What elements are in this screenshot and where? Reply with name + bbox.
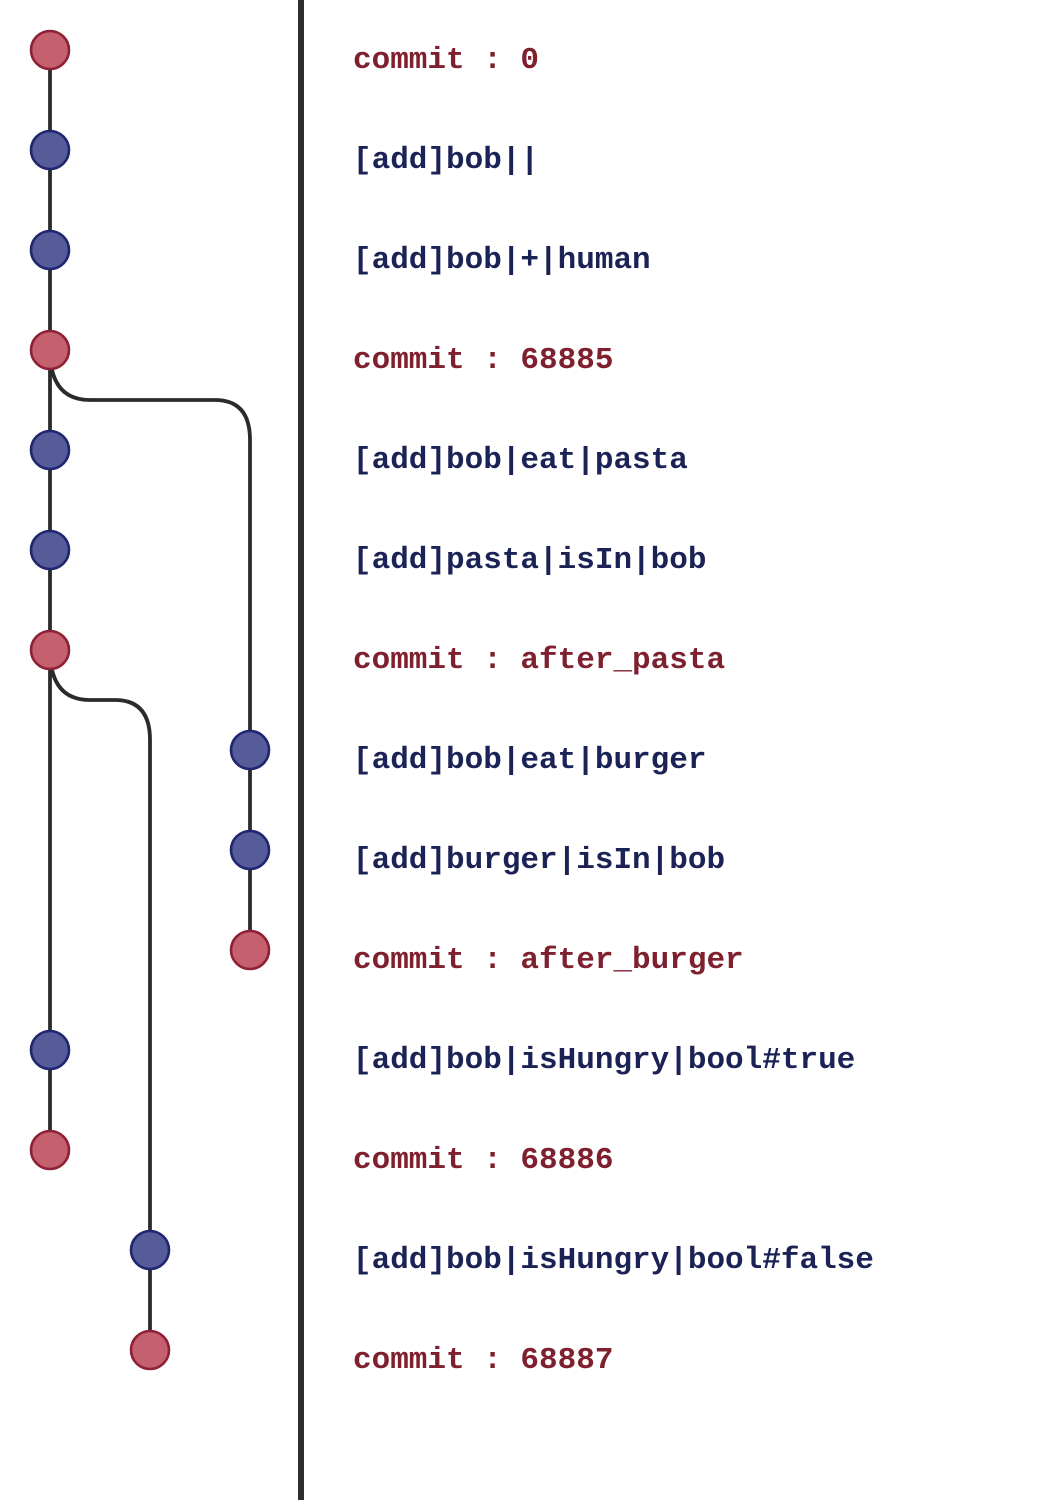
commit-label: commit : 68886: [353, 1143, 614, 1178]
add-statement-label: [add]bob|eat|pasta: [353, 443, 688, 478]
commit-label: commit : 0: [353, 43, 540, 78]
commit-label: commit : 68885: [353, 343, 614, 378]
commit-label: commit : after_pasta: [353, 643, 726, 678]
add-node: [229, 729, 271, 771]
add-statement-label: [add]bob||: [353, 143, 540, 178]
commit-label: commit : 68887: [353, 1343, 614, 1378]
commit-label: commit : after_burger: [353, 943, 744, 978]
add-statement-label: [add]burger|isIn|bob: [353, 843, 726, 878]
add-node: [29, 229, 71, 271]
vertical-divider: [298, 0, 304, 1500]
add-statement-label: [add]bob|isHungry|bool#false: [353, 1243, 874, 1278]
commit-node: [229, 929, 271, 971]
add-node: [29, 129, 71, 171]
graph-edge-branch: [48, 649, 152, 1350]
commit-node: [29, 29, 71, 71]
add-statement-label: [add]bob|+|human: [353, 243, 651, 278]
commit-node: [29, 1129, 71, 1171]
add-statement-label: [add]bob|eat|burger: [353, 743, 707, 778]
graph-edge-branch: [48, 349, 252, 950]
add-node: [29, 429, 71, 471]
add-statement-label: [add]pasta|isIn|bob: [353, 543, 707, 578]
commit-node: [29, 629, 71, 671]
add-statement-label: [add]bob|isHungry|bool#true: [353, 1043, 856, 1078]
commit-node: [29, 329, 71, 371]
commit-node: [129, 1329, 171, 1371]
add-node: [29, 1029, 71, 1071]
add-node: [129, 1229, 171, 1271]
add-node: [29, 529, 71, 571]
add-node: [229, 829, 271, 871]
commit-graph-canvas: [29, 29, 271, 1371]
